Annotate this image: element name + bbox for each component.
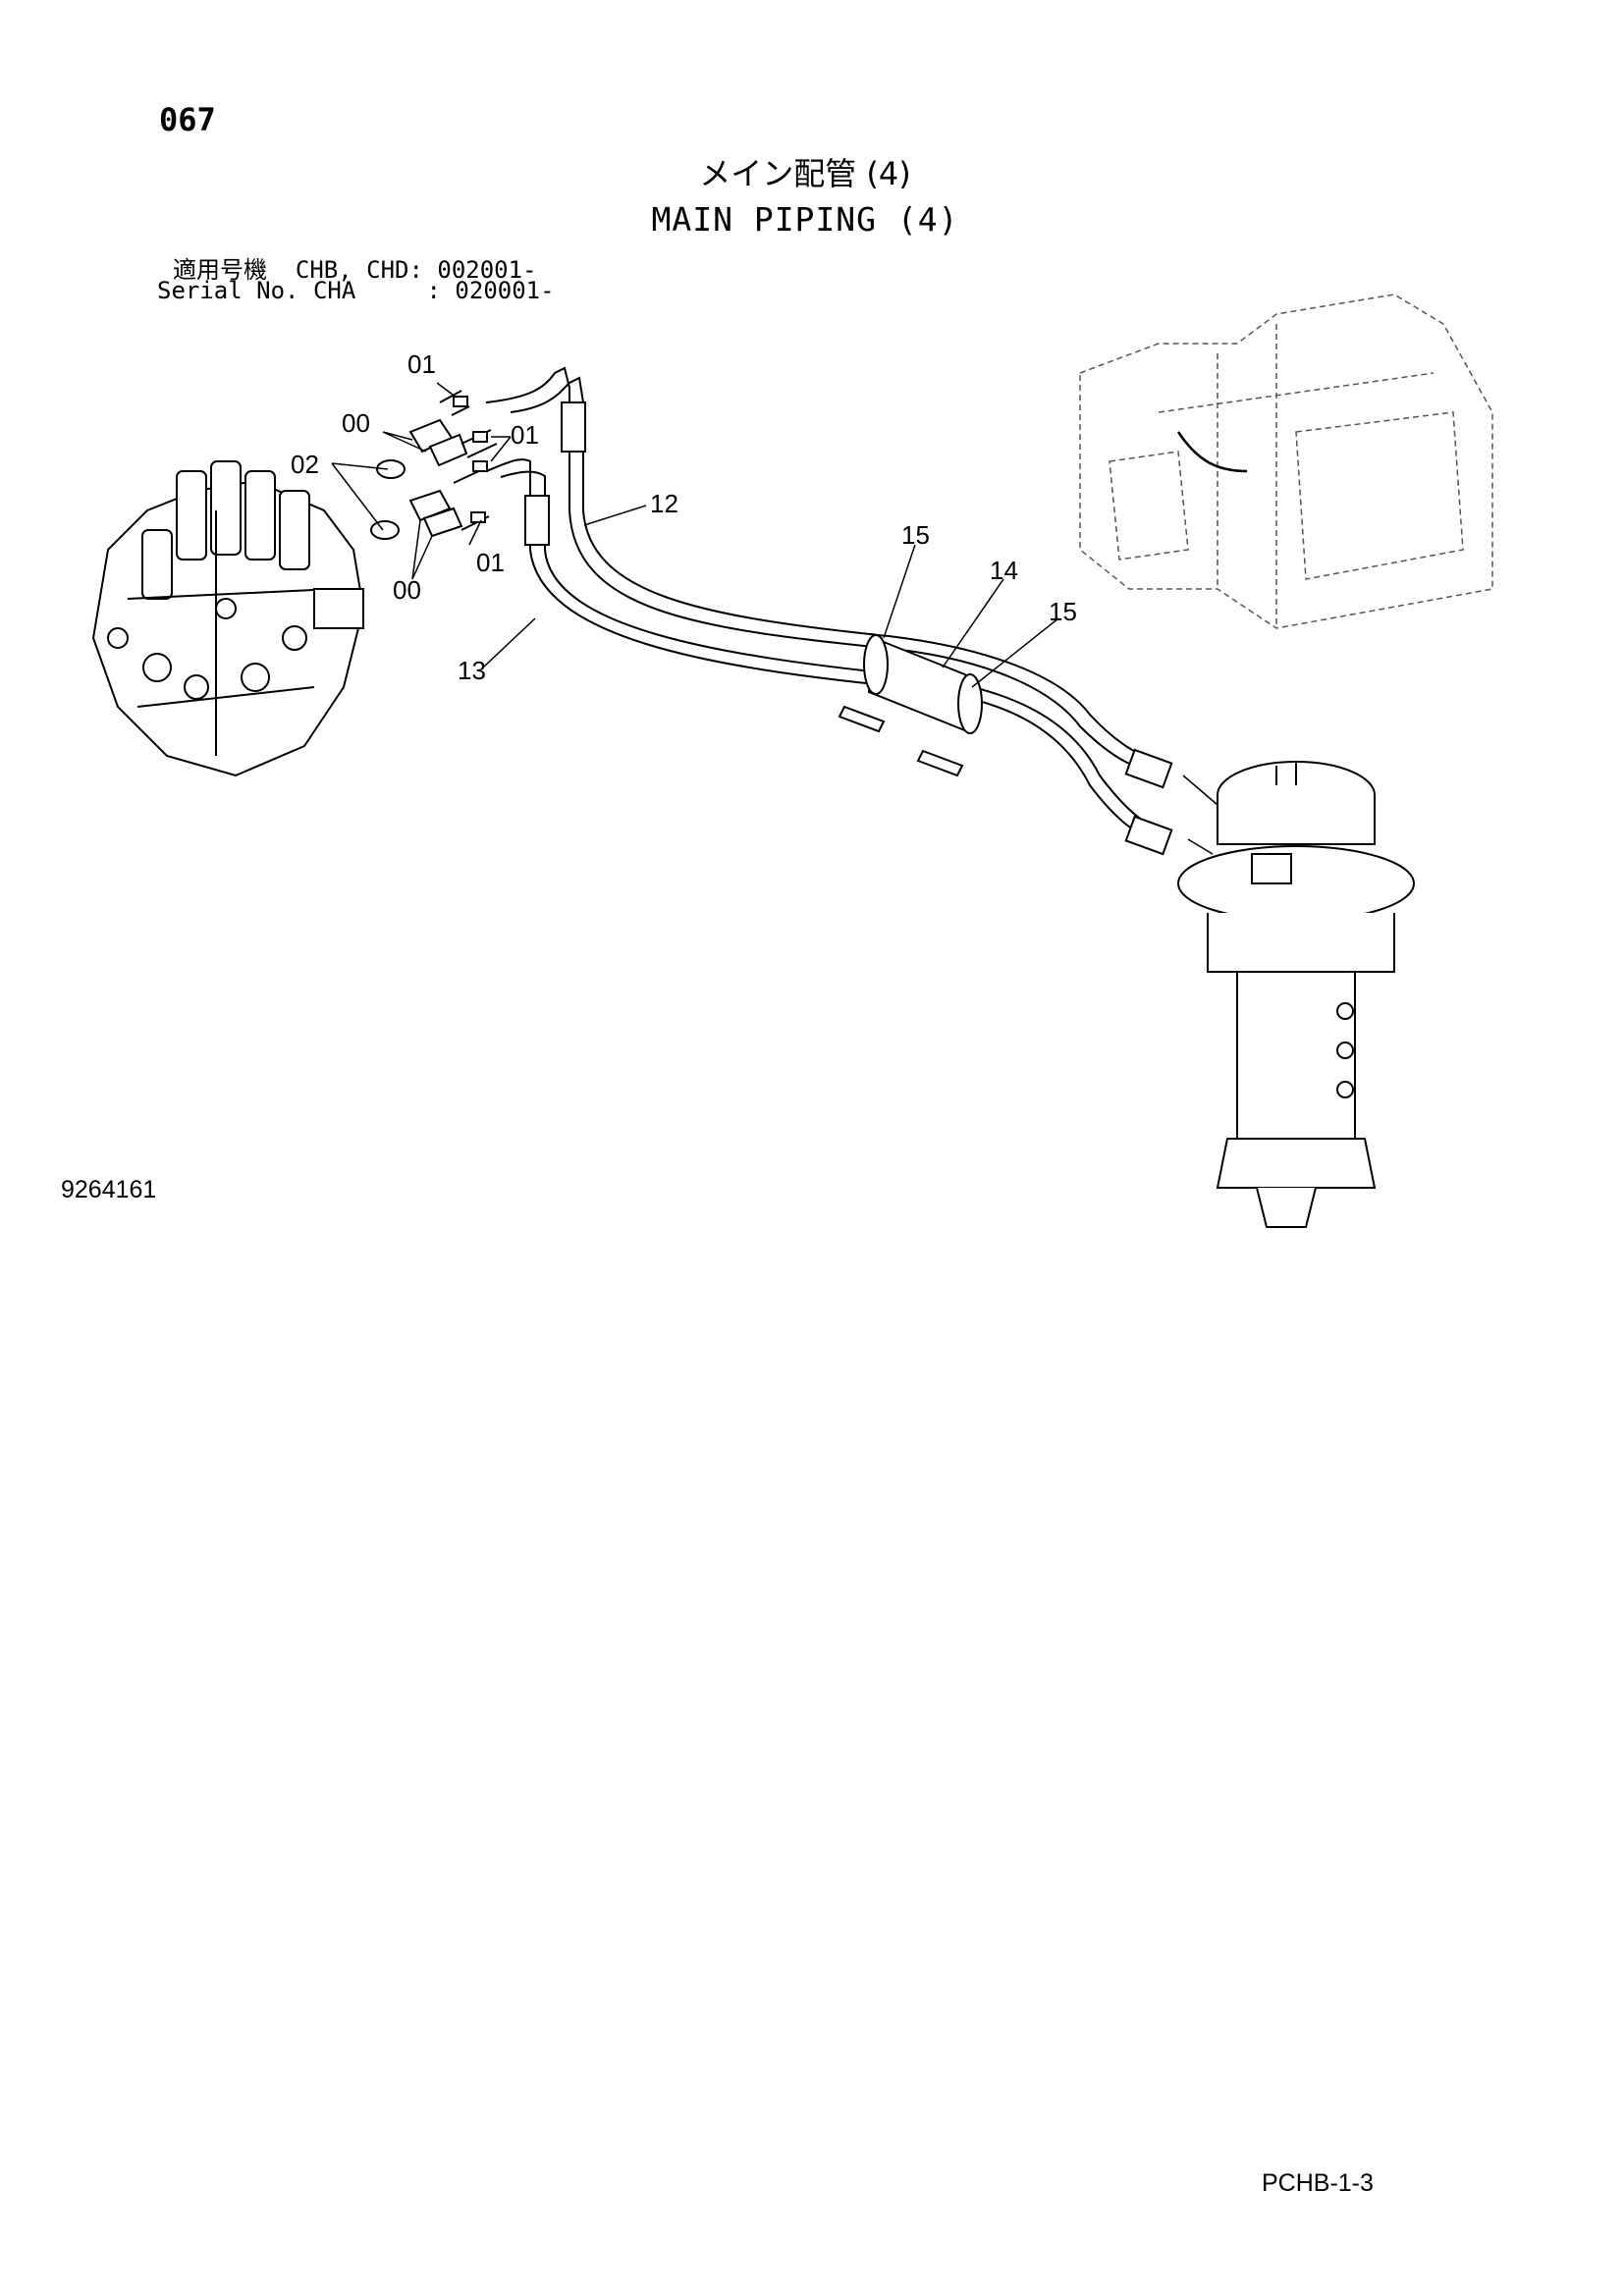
- callout-15-right: 15: [1049, 597, 1077, 626]
- callout-01-low: 01: [476, 548, 505, 577]
- hose-assemblies: [485, 366, 1173, 856]
- callout-12: 12: [650, 489, 678, 518]
- callout-13: 13: [458, 656, 486, 685]
- callout-01-mid: 01: [511, 420, 539, 450]
- callout-00-low: 00: [393, 575, 421, 605]
- title-english: MAIN PIPING (4): [651, 200, 959, 239]
- callout-02: 02: [291, 450, 319, 479]
- machine-location-inset: [1079, 294, 1493, 629]
- hose-protector-and-bands: [838, 634, 983, 777]
- serial-number-range: Serial No. CHA : 020001-: [157, 277, 555, 304]
- center-joint-illustration: [1177, 761, 1415, 1228]
- page-number: 067: [159, 101, 216, 138]
- flange-clamps: [370, 390, 498, 540]
- hydraulic-line-highlight-in-inset: [1176, 431, 1248, 473]
- applicable-models: 適用号機 CHB, CHD: 002001-: [173, 256, 537, 284]
- parts-diagram: 01 00 01 02 12 01 00 13 15 14 15: [91, 294, 1493, 1228]
- callout-15-left: 15: [901, 520, 930, 550]
- callout-01-top: 01: [407, 349, 436, 379]
- drawing-number: 9264161: [61, 1176, 157, 1203]
- page-code: PCHB-1-3: [1262, 2169, 1374, 2197]
- title-japanese: メイン配管 (4): [699, 155, 911, 192]
- callout-00-top: 00: [342, 408, 370, 438]
- callout-14: 14: [990, 556, 1018, 585]
- leader-lines: [331, 382, 1218, 855]
- control-valve-illustration: [91, 460, 365, 777]
